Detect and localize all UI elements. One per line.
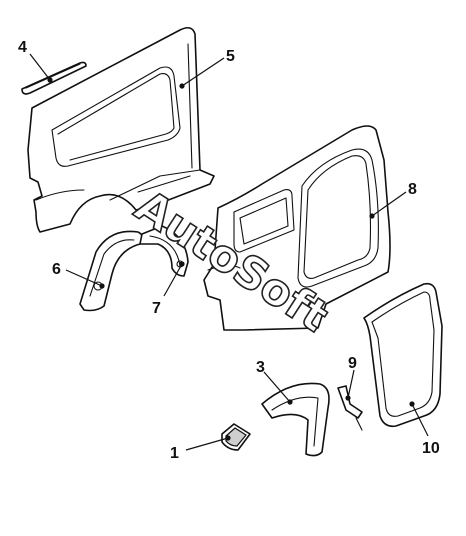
- callout-8: 8: [408, 181, 417, 198]
- part-1-reflector: [221, 423, 251, 451]
- leader-6: [65, 269, 103, 287]
- leader-lines: [29, 53, 429, 451]
- callout-3: 3: [256, 359, 265, 376]
- leader-9: [347, 369, 355, 399]
- leader-1: [185, 437, 229, 451]
- leader-4: [29, 53, 51, 81]
- callout-5: 5: [226, 48, 235, 65]
- leader-7: [163, 263, 183, 297]
- callout-9: 9: [348, 355, 357, 372]
- leader-8: [371, 191, 407, 217]
- leader-10: [411, 403, 429, 437]
- part-6-wheel-arch: [79, 230, 144, 312]
- leader-5: [181, 57, 225, 87]
- callout-10: 10: [422, 440, 440, 457]
- part-3-arch-extension: [261, 382, 330, 457]
- part-4-trim-strip: [21, 61, 87, 95]
- part-9-seal-strip: [337, 385, 363, 431]
- callout-1: 1: [170, 445, 179, 462]
- callout-7: 7: [152, 300, 161, 317]
- callout-6: 6: [52, 261, 61, 278]
- callout-4: 4: [18, 39, 27, 56]
- part-5-rear-side-panel: [27, 26, 215, 233]
- part-10-door-seal: [363, 282, 443, 428]
- leader-3: [263, 371, 291, 403]
- part-8-side-panel: [203, 125, 391, 331]
